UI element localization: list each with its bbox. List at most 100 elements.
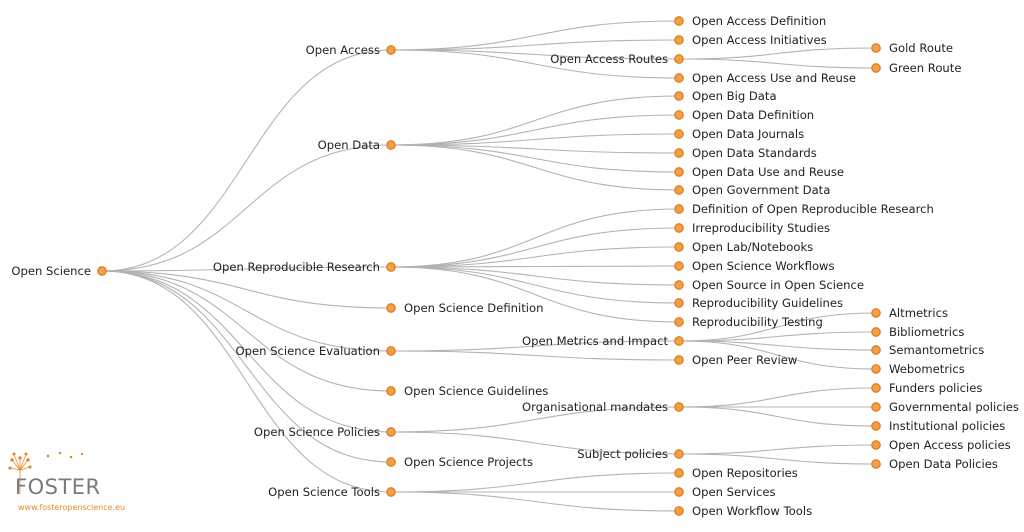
node-circle[interactable] [674,355,684,365]
node-open-science-guidelines[interactable]: Open Science Guidelines [386,384,548,398]
node-organisational-mandates[interactable]: Organisational mandates [522,400,684,414]
node-open-science-projects[interactable]: Open Science Projects [386,455,533,469]
link-open-science-evaluation-to-open-peer-review [390,350,680,361]
foster-wordmark: FOSTER [15,475,101,499]
node-open-science-policies[interactable]: Open Science Policies [254,425,396,439]
node-circle[interactable] [386,303,396,313]
node-circle[interactable] [871,63,881,73]
node-open-peer-review[interactable]: Open Peer Review [674,353,798,367]
node-circle[interactable] [674,487,684,497]
node-circle[interactable] [674,402,684,412]
node-circle[interactable] [386,487,396,497]
node-circle[interactable] [674,110,684,120]
node-circle[interactable] [871,421,881,431]
link-open-reproducible-research-to-irreproducibility-studies [390,227,680,268]
node-label: Governmental policies [889,400,1019,414]
node-altmetrics[interactable]: Altmetrics [871,306,948,320]
node-circle[interactable] [674,185,684,195]
node-circle[interactable] [871,327,881,337]
node-circle[interactable] [674,148,684,158]
node-gold-route[interactable]: Gold Route [871,41,953,55]
link-open-access-routes-to-green-route [678,58,877,69]
node-circle[interactable] [871,402,881,412]
node-reproducibility-guidelines[interactable]: Reproducibility Guidelines [674,296,843,310]
node-circle[interactable] [674,242,684,252]
node-governmental-policies[interactable]: Governmental policies [871,400,1019,414]
node-circle[interactable] [386,427,396,437]
node-circle[interactable] [386,140,396,150]
node-open-science-tools[interactable]: Open Science Tools [268,485,396,499]
node-circle[interactable] [674,449,684,459]
node-open-data-standards[interactable]: Open Data Standards [674,146,817,160]
node-open-data-definition[interactable]: Open Data Definition [674,108,814,122]
dandelion-icon [8,451,84,494]
node-open-lab-notebooks[interactable]: Open Lab/Notebooks [674,240,813,254]
node-circle[interactable] [871,43,881,53]
node-open-source-in-open-science[interactable]: Open Source in Open Science [674,278,864,292]
node-circle[interactable] [674,261,684,271]
node-open-access-policies[interactable]: Open Access policies [871,438,1011,452]
node-open-data-policies[interactable]: Open Data Policies [871,457,998,471]
node-open-access-routes[interactable]: Open Access Routes [550,52,684,66]
node-circle[interactable] [674,317,684,327]
node-open-big-data[interactable]: Open Big Data [674,89,777,103]
node-circle[interactable] [674,298,684,308]
node-institutional-policies[interactable]: Institutional policies [871,419,1006,433]
node-open-government-data[interactable]: Open Government Data [674,183,831,197]
node-circle[interactable] [674,73,684,83]
node-open-workflow-tools[interactable]: Open Workflow Tools [674,504,812,518]
node-circle[interactable] [674,204,684,214]
node-circle[interactable] [674,223,684,233]
node-circle[interactable] [674,280,684,290]
node-label: Green Route [889,61,961,75]
node-reproducibility-testing[interactable]: Reproducibility Testing [674,315,823,329]
node-open-access-use-and-reuse[interactable]: Open Access Use and Reuse [674,71,856,85]
node-open-access[interactable]: Open Access [306,43,396,57]
node-open-science[interactable]: Open Science [11,264,107,278]
node-circle[interactable] [674,91,684,101]
node-open-science-definition[interactable]: Open Science Definition [386,301,544,315]
node-circle[interactable] [871,308,881,318]
node-circle[interactable] [871,345,881,355]
node-open-data-use-and-reuse[interactable]: Open Data Use and Reuse [674,165,844,179]
node-circle[interactable] [674,468,684,478]
node-open-science-evaluation[interactable]: Open Science Evaluation [236,344,396,358]
node-circle[interactable] [871,383,881,393]
node-definition-of-open-reproducible-research[interactable]: Definition of Open Reproducible Research [674,202,934,216]
node-circle[interactable] [871,364,881,374]
node-circle[interactable] [386,346,396,356]
node-open-access-initiatives[interactable]: Open Access Initiatives [674,33,827,47]
node-bibliometrics[interactable]: Bibliometrics [871,325,965,339]
node-green-route[interactable]: Green Route [871,61,962,75]
link-open-science-to-open-science-definition [101,270,392,309]
node-circle[interactable] [674,336,684,346]
foster-url-link[interactable]: www.fosteropenscience.eu [18,503,125,512]
node-circle[interactable] [871,459,881,469]
node-circle[interactable] [871,440,881,450]
node-open-services[interactable]: Open Services [674,485,776,499]
node-open-access-definition[interactable]: Open Access Definition [674,14,826,28]
node-semantometrics[interactable]: Semantometrics [871,343,984,357]
node-funders-policies[interactable]: Funders policies [871,381,983,395]
node-irreproducibility-studies[interactable]: Irreproducibility Studies [674,221,830,235]
node-label: Open Science Policies [254,425,380,439]
node-circle[interactable] [386,45,396,55]
node-circle[interactable] [674,35,684,45]
node-subject-policies[interactable]: Subject policies [577,447,684,461]
node-open-metrics-and-impact[interactable]: Open Metrics and Impact [522,334,684,348]
node-open-science-workflows[interactable]: Open Science Workflows [674,259,835,273]
node-circle[interactable] [674,129,684,139]
node-open-data-journals[interactable]: Open Data Journals [674,127,804,141]
node-circle[interactable] [674,16,684,26]
node-circle[interactable] [386,262,396,272]
node-circle[interactable] [97,266,107,276]
node-circle[interactable] [674,54,684,64]
node-circle[interactable] [674,506,684,516]
node-open-data[interactable]: Open Data [318,138,396,152]
node-open-reproducible-research[interactable]: Open Reproducible Research [213,260,396,274]
node-circle[interactable] [386,386,396,396]
node-circle[interactable] [386,457,396,467]
node-circle[interactable] [674,167,684,177]
node-webometrics[interactable]: Webometrics [871,362,965,376]
node-open-repositories[interactable]: Open Repositories [674,466,798,480]
